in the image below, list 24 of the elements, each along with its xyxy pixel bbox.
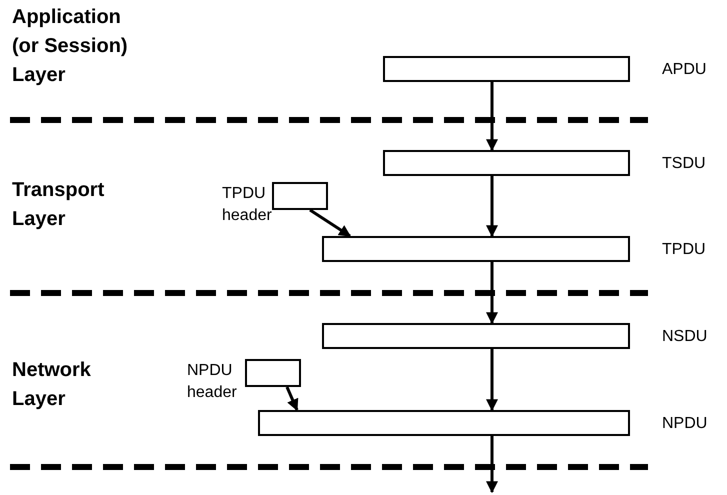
arrow	[286, 386, 298, 412]
arrow	[486, 349, 498, 412]
pdu-label: APDU	[662, 60, 706, 80]
pdu-box	[258, 410, 630, 436]
pdu-box	[383, 56, 630, 82]
arrow	[486, 82, 498, 152]
header-label: TPDU header	[222, 184, 272, 226]
pdu-label: NPDU	[662, 414, 708, 434]
pdu-label: NSDU	[662, 327, 708, 347]
pdu-label: TSDU	[662, 154, 706, 174]
pdu-box	[322, 323, 630, 349]
arrow	[486, 262, 498, 324]
pdu-box	[245, 359, 301, 387]
pdu-box	[272, 182, 328, 210]
arrow	[486, 436, 498, 494]
pdu-box	[322, 236, 630, 262]
arrow	[309, 208, 351, 238]
layer-label: Application (or Session) Layer	[12, 5, 129, 88]
pdu-box	[383, 150, 630, 176]
arrow	[486, 176, 498, 238]
pdu-label: TPDU	[662, 240, 706, 260]
header-label: NPDU header	[187, 361, 237, 403]
layer-label: Network Layer	[12, 358, 91, 412]
layer-label: Transport Layer	[12, 178, 104, 232]
